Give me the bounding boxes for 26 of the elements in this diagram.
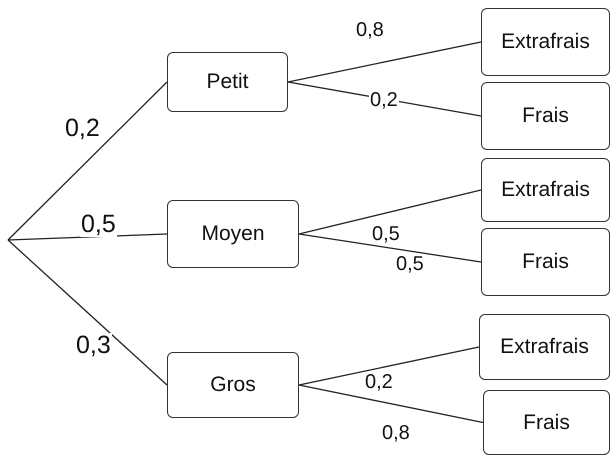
connector-line <box>298 233 482 263</box>
outcome-box: Frais <box>483 390 610 455</box>
outcome-box: Moyen <box>167 200 299 268</box>
probability-label: 0,2 <box>64 116 101 141</box>
probability-label: 0,8 <box>355 20 385 40</box>
connector-line <box>8 240 168 386</box>
probability-label: 0,5 <box>395 254 425 274</box>
connector-line <box>298 384 484 424</box>
outcome-box: Frais <box>481 82 610 150</box>
outcome-box: Gros <box>167 352 299 418</box>
probability-label: 0,5 <box>371 224 401 244</box>
connector-line <box>298 189 482 235</box>
probability-label: 0,8 <box>381 423 411 443</box>
probability-label: 0,2 <box>364 372 394 392</box>
connector-line <box>298 346 480 386</box>
outcome-box: Extrafrais <box>481 8 610 76</box>
probability-label: 0,3 <box>75 333 112 358</box>
connector-line <box>8 82 168 240</box>
connector-line <box>8 233 168 241</box>
probability-label: 0,2 <box>369 90 399 110</box>
probability-label: 0,5 <box>80 212 117 237</box>
outcome-box: Extrafrais <box>481 158 610 222</box>
outcome-box: Extrafrais <box>479 314 610 380</box>
outcome-box: Frais <box>481 228 610 296</box>
outcome-box: Petit <box>167 52 288 112</box>
connector-line <box>288 41 482 83</box>
